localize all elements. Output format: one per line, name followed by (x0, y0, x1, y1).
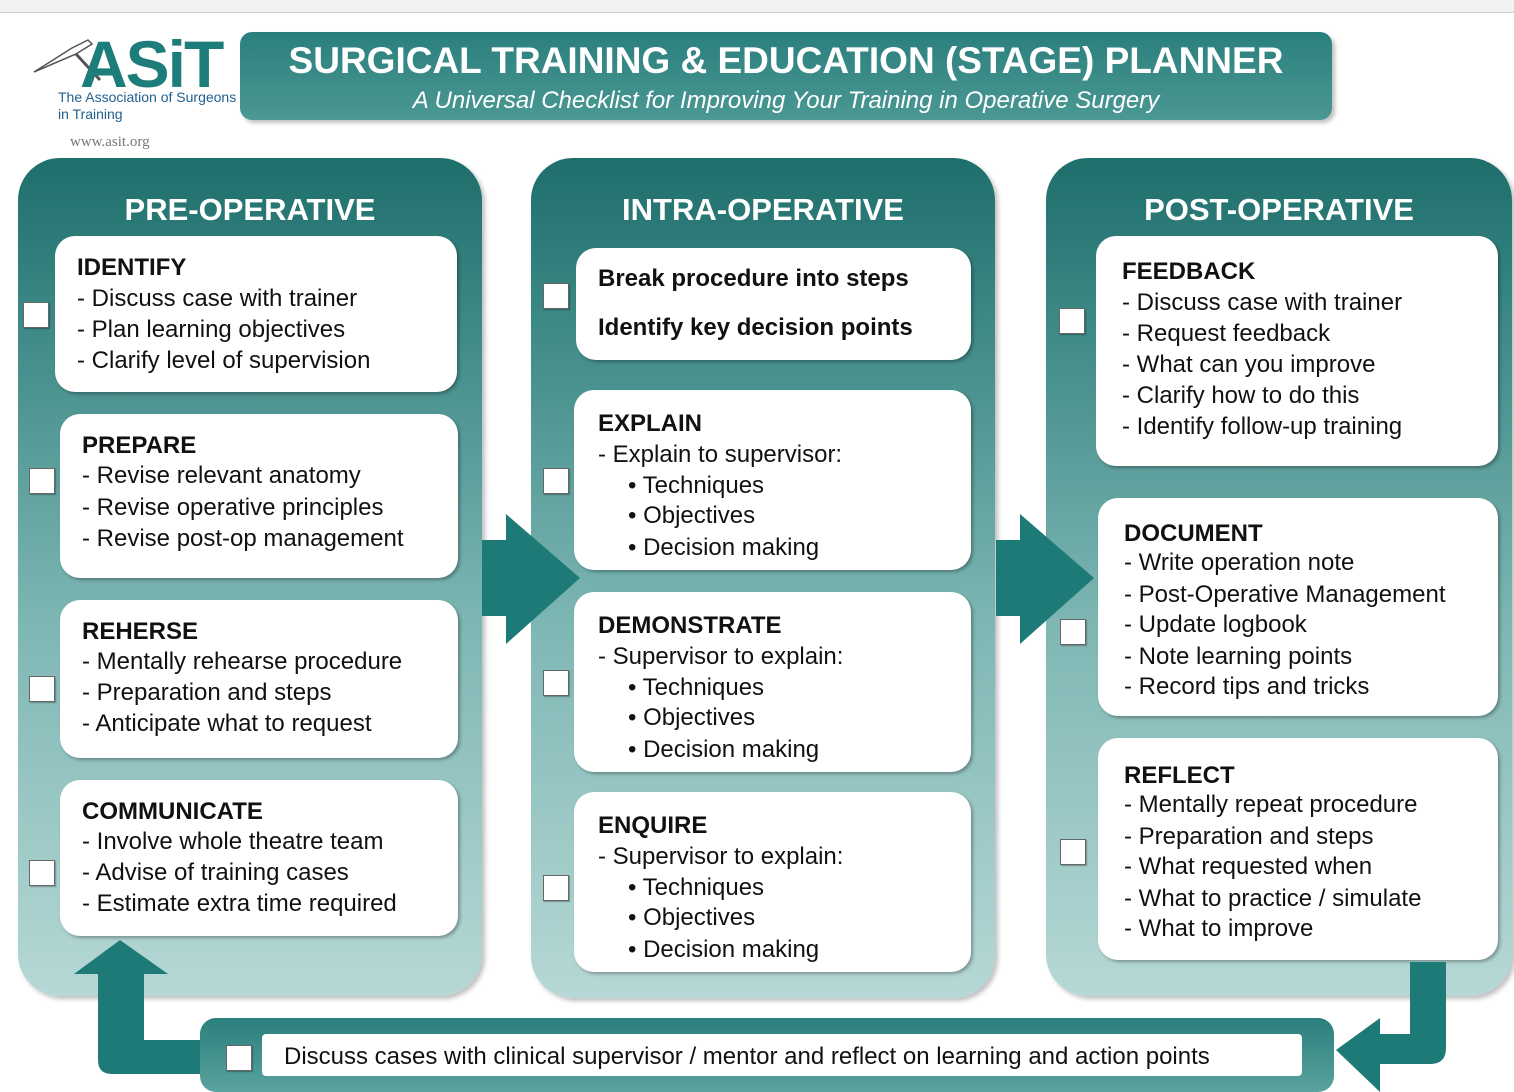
scalpel-icon (33, 39, 102, 82)
page-subtitle: A Universal Checklist for Improving Your… (412, 87, 1160, 114)
card-line: - Plan learning objectives (77, 316, 346, 343)
arrow-right-icon (482, 514, 580, 644)
arrow-right-icon (996, 514, 1094, 644)
logo-wordmark: ASiT (80, 27, 224, 101)
card-line: - Revise operative principles (82, 494, 384, 521)
checkbox-reflect[interactable] (1060, 839, 1086, 865)
card-line: • Decision making (628, 936, 820, 963)
checkbox-communicate[interactable] (29, 860, 55, 886)
card-line: - Mentally repeat procedure (1124, 791, 1418, 818)
card-heading: COMMUNICATE (82, 798, 263, 825)
card-line: - Anticipate what to request (82, 710, 372, 737)
card-line: • Techniques (628, 874, 765, 901)
column-title: INTRA-OPERATIVE (622, 192, 904, 227)
card-line: - Discuss case with trainer (1122, 289, 1403, 316)
card-heading: FEEDBACK (1122, 258, 1256, 285)
arrow-up-icon (74, 940, 210, 1074)
card-line: - What to improve (1124, 915, 1314, 942)
card-line: • Techniques (628, 674, 765, 701)
card-line: - Post-Operative Management (1124, 581, 1446, 608)
checkbox-reherse[interactable] (29, 676, 55, 702)
arrow-down-icon (1336, 962, 1446, 1092)
cropped-top-strip (0, 0, 1514, 13)
checkbox-explain[interactable] (543, 468, 569, 494)
card-line: - Supervisor to explain: (598, 843, 844, 870)
card-line: • Objectives (628, 502, 756, 529)
card-line: • Objectives (628, 904, 756, 931)
card-line: • Techniques (628, 472, 765, 499)
asit-logo: ASiT The Association of Surgeons in Trai… (30, 24, 237, 156)
card-line: - Update logbook (1124, 611, 1307, 638)
column-title: PRE-OPERATIVE (124, 192, 376, 227)
page-title: SURGICAL TRAINING & EDUCATION (STAGE) PL… (288, 40, 1284, 81)
card-line: - Supervisor to explain: (598, 643, 844, 670)
card-line: - Write operation note (1124, 549, 1355, 576)
logo-url: www.asit.org (70, 134, 150, 150)
card-reherse: REHERSE - Mentally rehearse procedure - … (60, 600, 458, 758)
checkbox-prepare[interactable] (29, 468, 55, 494)
card-feedback: FEEDBACK - Discuss case with trainer - R… (1096, 236, 1498, 466)
footer-card: Discuss cases with clinical supervisor /… (262, 1034, 1302, 1076)
card-line: Identify key decision points (598, 314, 913, 341)
card-heading: IDENTIFY (77, 254, 187, 281)
card-heading: PREPARE (82, 432, 197, 459)
card-explain: EXPLAIN - Explain to supervisor: • Techn… (574, 390, 971, 570)
card-reflect: REFLECT - Mentally repeat procedure - Pr… (1098, 738, 1498, 960)
card-line: • Decision making (628, 534, 820, 561)
card-line: - Clarify how to do this (1122, 382, 1360, 409)
card-prepare: PREPARE - Revise relevant anatomy - Revi… (60, 414, 458, 578)
card-line: - Preparation and steps (82, 679, 332, 706)
card-line: - Revise post-op management (82, 525, 404, 552)
card-line: - Record tips and tricks (1124, 673, 1370, 700)
card-line: - What to practice / simulate (1124, 885, 1422, 912)
card-line: Break procedure into steps (598, 265, 909, 292)
card-heading: ENQUIRE (598, 812, 708, 839)
checkbox-feedback[interactable] (1059, 308, 1085, 334)
card-line: • Objectives (628, 704, 756, 731)
footer-text: Discuss cases with clinical supervisor /… (284, 1043, 1210, 1070)
card-line: - Mentally rehearse procedure (82, 648, 403, 675)
checkbox-demonstrate[interactable] (543, 670, 569, 696)
card-line: - Revise relevant anatomy (82, 462, 361, 489)
checkbox-steps[interactable] (543, 283, 569, 309)
card-communicate: COMMUNICATE - Involve whole theatre team… (60, 780, 458, 936)
card-line: - What can you improve (1122, 351, 1376, 378)
card-heading: DOCUMENT (1124, 520, 1263, 547)
card-identify: IDENTIFY - Discuss case with trainer - P… (55, 236, 457, 392)
checkbox-document[interactable] (1060, 619, 1086, 645)
card-line: - Explain to supervisor: (598, 441, 843, 468)
card-line: - Identify follow-up training (1122, 413, 1403, 440)
checkbox-enquire[interactable] (543, 875, 569, 901)
card-heading: EXPLAIN (598, 410, 703, 437)
card-heading: DEMONSTRATE (598, 612, 782, 639)
card-heading: REFLECT (1124, 762, 1235, 789)
card-line: • Decision making (628, 736, 820, 763)
logo-organisation: The Association of Surgeons in Training (58, 89, 237, 122)
card-line: - Request feedback (1122, 320, 1331, 347)
card-line: - Note learning points (1124, 643, 1353, 670)
checkbox-identify[interactable] (23, 302, 49, 328)
checkbox-footer[interactable] (226, 1045, 252, 1071)
card-line: - Clarify level of supervision (77, 347, 371, 374)
card-line: - Involve whole theatre team (82, 828, 384, 855)
card-line: - Estimate extra time required (82, 890, 397, 917)
card-heading: REHERSE (82, 618, 199, 645)
card-steps: Break procedure into steps Identify key … (576, 248, 971, 360)
card-line: - Discuss case with trainer (77, 285, 358, 312)
card-line: - Advise of training cases (82, 859, 349, 886)
title-banner: SURGICAL TRAINING & EDUCATION (STAGE) PL… (240, 32, 1332, 120)
card-line: - Preparation and steps (1124, 823, 1374, 850)
column-title: POST-OPERATIVE (1144, 192, 1414, 227)
card-line: - What requested when (1124, 853, 1373, 880)
card-document: DOCUMENT - Write operation note - Post-O… (1098, 498, 1498, 716)
card-demonstrate: DEMONSTRATE - Supervisor to explain: • T… (574, 592, 971, 772)
card-enquire: ENQUIRE - Supervisor to explain: • Techn… (574, 792, 971, 972)
